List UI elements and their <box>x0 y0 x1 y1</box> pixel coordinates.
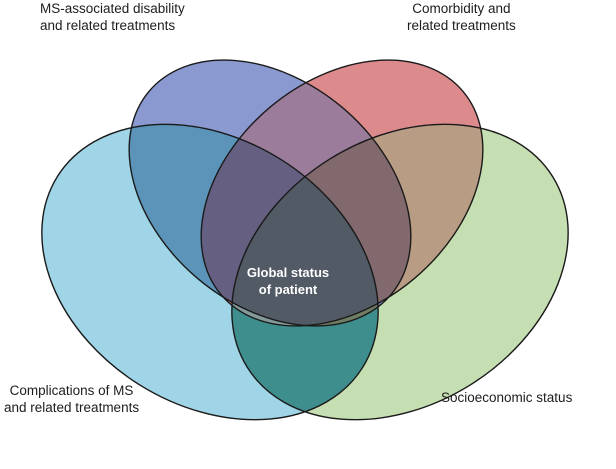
label-complications-line-2: and related treatments <box>4 400 140 415</box>
center-label-line-1: Global status <box>246 265 330 280</box>
label-comorbidity-line-2: related treatments <box>407 18 516 33</box>
label-comorbidity-line-1: Comorbidity and <box>412 1 511 16</box>
outline-complications <box>41 123 379 421</box>
center-label-line-2: of patient <box>258 282 318 297</box>
outline-comorbidity <box>200 59 484 327</box>
label-ms-disability-line-2: and related treatments <box>40 18 176 33</box>
center-label-global-status: Global status of patient <box>228 264 348 298</box>
label-complications-line-1: Complications of MS <box>9 383 134 398</box>
label-ms-disability: MS-associated disability and related tre… <box>40 0 185 34</box>
outline-socioeconomic <box>231 123 569 421</box>
label-socioeconomic-line-1: Socioeconomic status <box>441 390 573 405</box>
label-socioeconomic: Socioeconomic status <box>441 389 572 406</box>
label-comorbidity: Comorbidity and related treatments <box>407 0 516 34</box>
label-complications: Complications of MS and related treatmen… <box>4 382 139 416</box>
outline-ms-disability <box>128 59 412 327</box>
label-ms-disability-line-1: MS-associated disability <box>40 1 185 16</box>
